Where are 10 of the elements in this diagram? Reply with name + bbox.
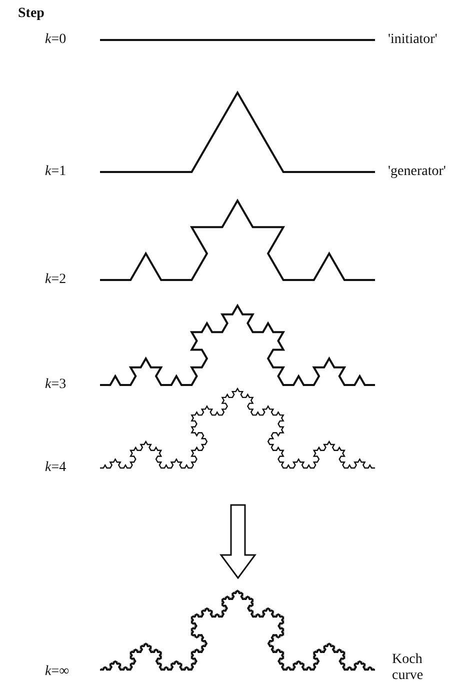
curve-name: 'initiator' [388,32,438,48]
step-label: k=∞ [45,664,70,680]
curve-name: 'generator' [388,164,446,180]
step-label: k=1 [45,164,66,180]
heading: Step [18,6,44,22]
step-label: k=4 [45,460,66,476]
step-label: k=2 [45,272,66,288]
curve-name: Koch curve [392,652,424,684]
step-label: k=3 [45,377,66,393]
step-label: k=0 [45,32,66,48]
